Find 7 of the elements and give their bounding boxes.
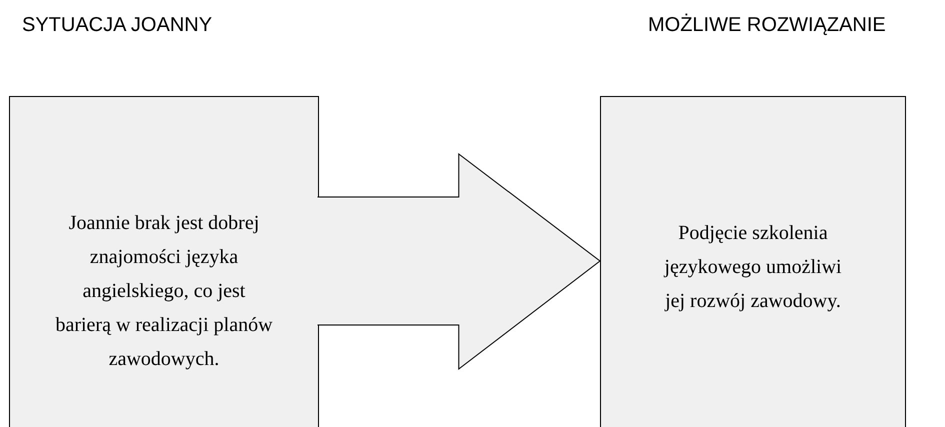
column-heading: SYTUACJA JOANNY [22,14,212,37]
box-text: Joannie brak jest dobrej znajomości języka angielskiego, co jest barierą w realizacji planów zawodowych. [54,211,274,372]
text-box [9,96,319,427]
column-heading: MOŻLIWE ROZWIĄZANIE [648,14,886,37]
text-box [600,96,906,427]
block-arrow [317,153,601,370]
box-text: Podjęcie szkolenia językowego umożliwi jej rozwój zawodowy. [662,221,843,314]
